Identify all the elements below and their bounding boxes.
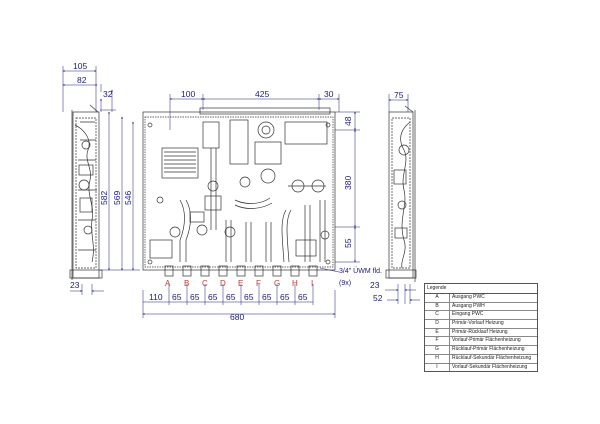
dim-bottom-65: 65 (244, 292, 254, 302)
left-side-view (69, 104, 103, 280)
dim-bottom-65: 65 (226, 292, 236, 302)
dim-main-30: 30 (324, 89, 334, 99)
dim-left-569: 569 (112, 191, 122, 205)
legend-desc: Vorlauf-Primär Flächenheizung (452, 337, 521, 344)
dim-bottom-65: 65 (298, 292, 308, 302)
dim-left-82: 82 (77, 75, 87, 85)
dim-bottom-65: 65 (208, 292, 218, 302)
dim-left-23: 23 (70, 280, 80, 290)
legend-key: D (425, 320, 450, 328)
connection-letter-g: G (274, 279, 280, 288)
legend-desc: Primär-Rücklauf Heizung (452, 328, 508, 335)
legend-desc: Ausgang PWH (452, 302, 485, 309)
dim-main-380: 380 (343, 176, 353, 190)
connection-letter-h: H (292, 279, 298, 288)
dim-left-32: 32 (103, 89, 113, 99)
connection-letter-f: F (256, 279, 261, 288)
right-side-view (385, 105, 417, 282)
left-dimensions (62, 66, 140, 295)
legend-key: F (425, 337, 450, 346)
legend-key: C (425, 311, 450, 320)
dim-main-680: 680 (230, 312, 244, 322)
connection-letter-b: B (184, 279, 189, 288)
legend-desc: Vorlauf-Sekundär Flächenheizung (452, 363, 528, 370)
dim-right-52: 52 (373, 293, 383, 303)
legend-desc: Ausgang PWC (452, 294, 485, 300)
main-dimensions (142, 94, 360, 318)
legend-desc: Primär-Vorlauf Heizung (452, 320, 504, 327)
dim-right-23: 23 (370, 280, 380, 290)
flange-note-line1: 3/4" ÜWM fld. (339, 267, 382, 275)
dim-left-582: 582 (99, 191, 109, 205)
dim-bottom-65: 65 (172, 292, 182, 302)
connection-letter-i: I (311, 279, 313, 288)
legend-desc: Eingang PWC (452, 311, 484, 318)
connection-letter-c: C (202, 279, 208, 288)
main-front-view (142, 107, 336, 277)
connection-letter-a: A (165, 279, 171, 288)
legend-key: H (425, 354, 450, 363)
legend-key: A (425, 294, 450, 302)
connection-letter-d: D (220, 279, 226, 288)
dim-main-55: 55 (343, 238, 353, 248)
flange-note-line2: (9x) (339, 280, 351, 287)
dim-main-100: 100 (181, 89, 195, 99)
dim-main-48: 48 (343, 116, 353, 126)
legend-key: E (425, 328, 450, 337)
legend-title: Legende (425, 284, 537, 294)
legend-desc: Rücklauf-Primär Flächenheizung (452, 346, 525, 353)
dim-bottom-65: 65 (262, 292, 272, 302)
dim-bottom-65: 65 (190, 292, 200, 302)
legend-desc: Rücklauf-Sekundär Flächenheizung (452, 354, 532, 361)
legend-key: I (425, 363, 450, 372)
dim-bottom-110: 110 (149, 292, 163, 302)
dim-main-425: 425 (255, 89, 269, 99)
legend-key: B (425, 302, 450, 311)
dim-left-546: 546 (123, 191, 133, 205)
dim-left-105: 105 (73, 61, 87, 71)
dim-right-75: 75 (394, 90, 404, 100)
right-dimensions (385, 94, 420, 304)
flange-leader-line (319, 267, 340, 273)
connection-letter-e: E (238, 279, 243, 288)
legend-key: G (425, 346, 450, 354)
dim-bottom-65: 65 (280, 292, 290, 302)
